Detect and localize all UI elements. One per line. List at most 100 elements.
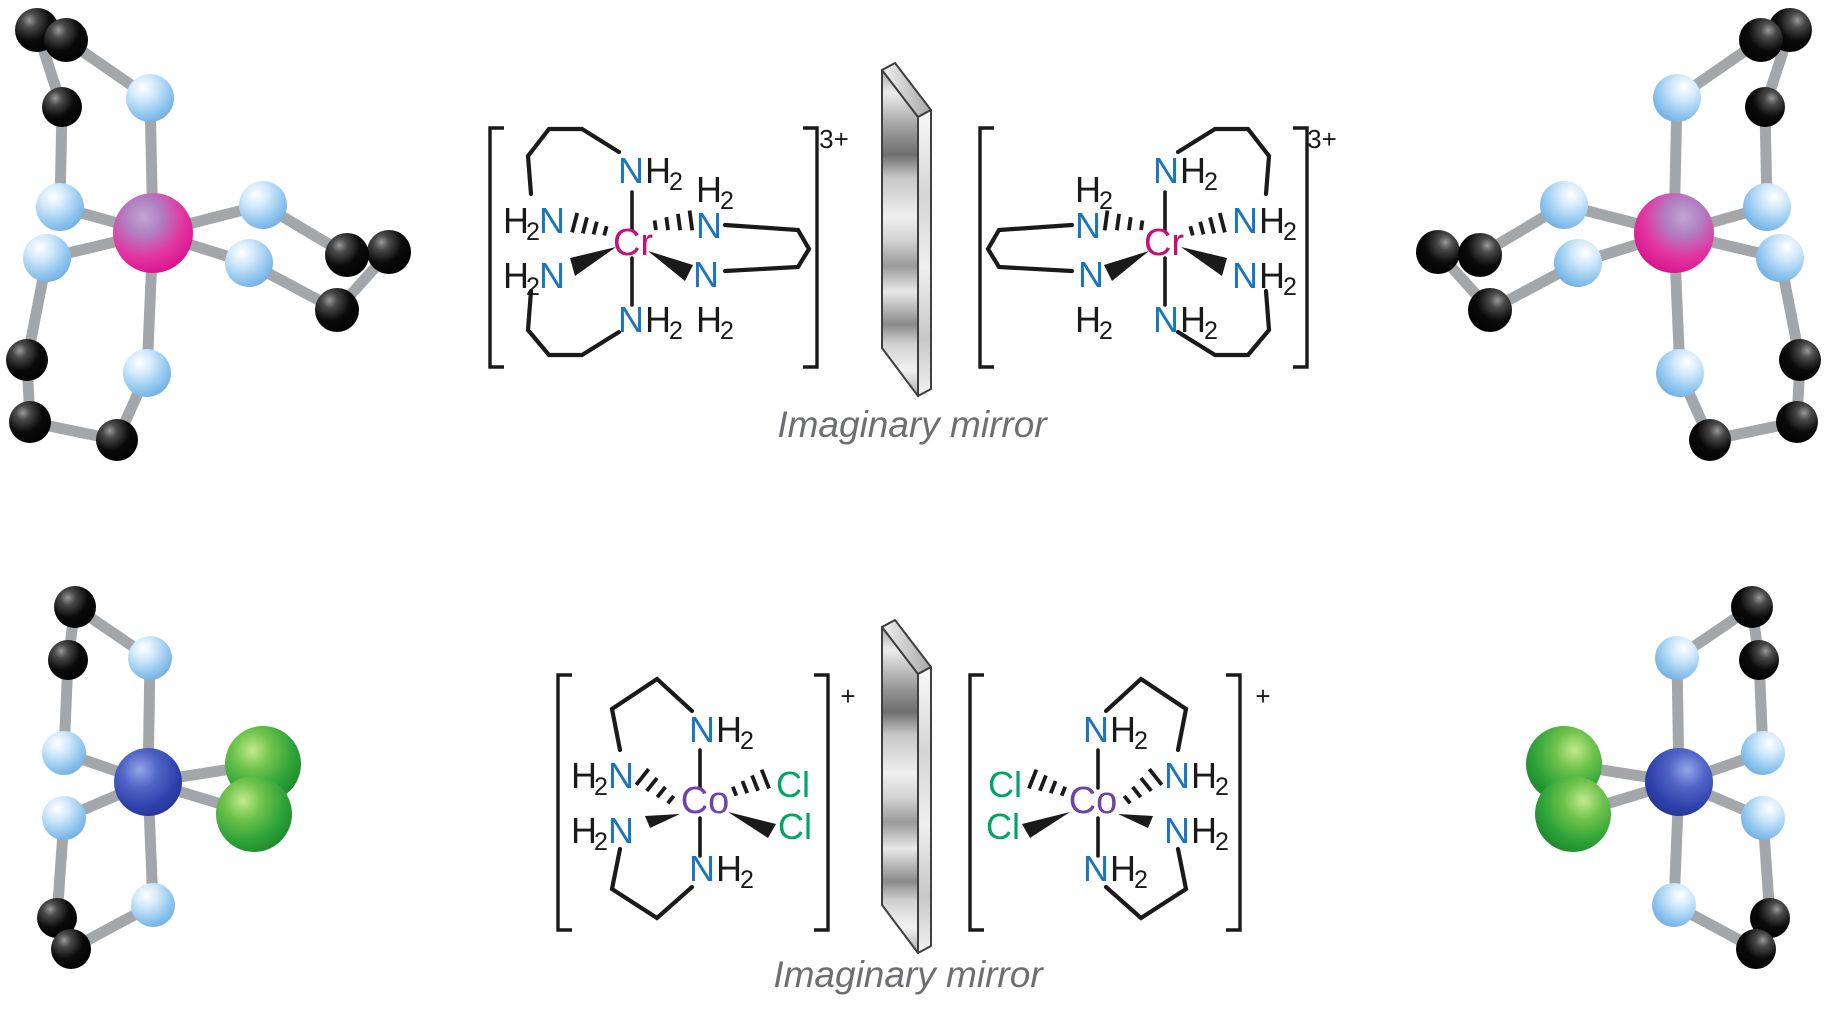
formula-glyph: H (571, 755, 597, 796)
solid-wedge (1181, 247, 1227, 276)
hash-wedge-tick (666, 794, 676, 805)
solid-wedge (728, 812, 776, 838)
hash-wedge-tick (1038, 774, 1048, 792)
nitrogen-atom (1653, 74, 1701, 122)
cr-model-right (1416, 8, 1821, 461)
hash-wedge-tick (676, 213, 683, 231)
formula-glyph: N (693, 254, 719, 295)
co-formula-left-geometry (556, 673, 830, 932)
carbon-atom (1739, 640, 1779, 680)
formula-glyph: H (696, 169, 722, 210)
hash-wedge-tick (750, 774, 760, 792)
bracket (1293, 126, 1309, 369)
formula-glyph: 2 (594, 828, 608, 856)
mirror-plane (881, 62, 932, 397)
formula-glyph: 2 (594, 773, 608, 801)
chelate-arc (722, 222, 812, 274)
carbon-atom (6, 339, 48, 381)
formula-glyph: H (503, 200, 529, 241)
formula-glyph: N (608, 755, 634, 796)
formula-glyph: N (1078, 254, 1104, 295)
formula-glyph: N (608, 810, 634, 851)
solid-wedge (645, 814, 680, 828)
nitrogen-atom (36, 183, 84, 231)
hash-wedge-tick (759, 769, 771, 790)
chelate-arc (985, 222, 1075, 274)
bracket (978, 126, 994, 369)
formula-glyph: 2 (740, 727, 754, 755)
chelate-arc (1175, 126, 1272, 197)
mirror-planes (881, 62, 932, 954)
ball-stick-models (6, 8, 1821, 969)
carbon-atom (1736, 929, 1776, 969)
co-formula-right-geometry (968, 673, 1242, 932)
nitrogen-atom (1655, 636, 1699, 680)
carbon-atom (367, 230, 411, 274)
nitrogen-atom (1554, 239, 1602, 287)
mirror-face-side (917, 109, 932, 397)
solid-wedge (1022, 812, 1070, 838)
formula-glyph: 2 (1283, 218, 1297, 246)
formula-glyph: H (1180, 150, 1206, 191)
carbon-atom (1468, 288, 1512, 332)
charge-label: 3+ (1307, 124, 1337, 154)
hash-wedge-tick (664, 216, 670, 231)
mirror-face-side (917, 666, 932, 954)
nitrogen-atom (42, 731, 86, 775)
carbon-atom (9, 401, 51, 443)
formula-glyph: N (618, 150, 644, 191)
hash-wedge-tick (602, 225, 609, 236)
formula-glyph: H (1191, 755, 1217, 796)
formula-glyph: N (1083, 848, 1109, 889)
hash-wedge-tick (1139, 220, 1145, 231)
bracket (968, 673, 984, 932)
formula-glyph: N (1164, 755, 1190, 796)
hash-wedge-tick (740, 780, 749, 794)
formula-glyph: N (1164, 810, 1190, 851)
carbon-atom (1779, 339, 1821, 381)
mirror-caption-bottom: Imaginary mirror (773, 954, 1044, 995)
carbon-atom (54, 586, 96, 628)
formula-glyph: 2 (526, 218, 540, 246)
cobalt-atom (1645, 748, 1713, 816)
charge-label: 3+ (819, 124, 849, 154)
carbon-atom (48, 640, 88, 680)
bracket (803, 126, 819, 369)
carbon-atom (1731, 586, 1773, 628)
formula-glyph: N (1232, 200, 1258, 241)
formula-glyph: 2 (1099, 187, 1113, 215)
hash-wedge-tick (687, 210, 695, 231)
cobalt-atom (114, 748, 182, 816)
formula-glyph: H (716, 709, 742, 750)
formula-glyph: H (645, 150, 671, 191)
carbon-atom (1416, 230, 1460, 274)
formula-glyph: H (1075, 169, 1101, 210)
formula-glyph: 2 (1204, 168, 1218, 196)
carbon-atom (1689, 419, 1731, 461)
formula-glyph: 2 (1099, 317, 1113, 345)
chromium-atom (113, 193, 193, 273)
formula-glyph: N (689, 709, 715, 750)
chelate-arc (1103, 676, 1189, 753)
formula-glyph: 2 (1204, 317, 1218, 345)
hash-wedge-tick (1114, 213, 1121, 231)
formula-glyph: 2 (1215, 773, 1229, 801)
nitrogen-atom (1741, 796, 1785, 840)
hash-wedge-tick (1208, 216, 1217, 234)
hash-wedge-tick (570, 212, 580, 233)
bracket (488, 126, 504, 369)
formula-glyph: H (696, 299, 722, 340)
formula-glyph: N (539, 255, 565, 296)
nitrogen-atom (1656, 349, 1704, 397)
co-model-left (37, 586, 301, 969)
solid-wedge (648, 251, 693, 281)
formula-glyph: Cr (613, 222, 653, 264)
hash-wedge-tick (591, 221, 599, 235)
formula-glyph: H (1110, 709, 1136, 750)
solid-wedge (1104, 251, 1149, 281)
formula-glyph: 2 (1283, 273, 1297, 301)
